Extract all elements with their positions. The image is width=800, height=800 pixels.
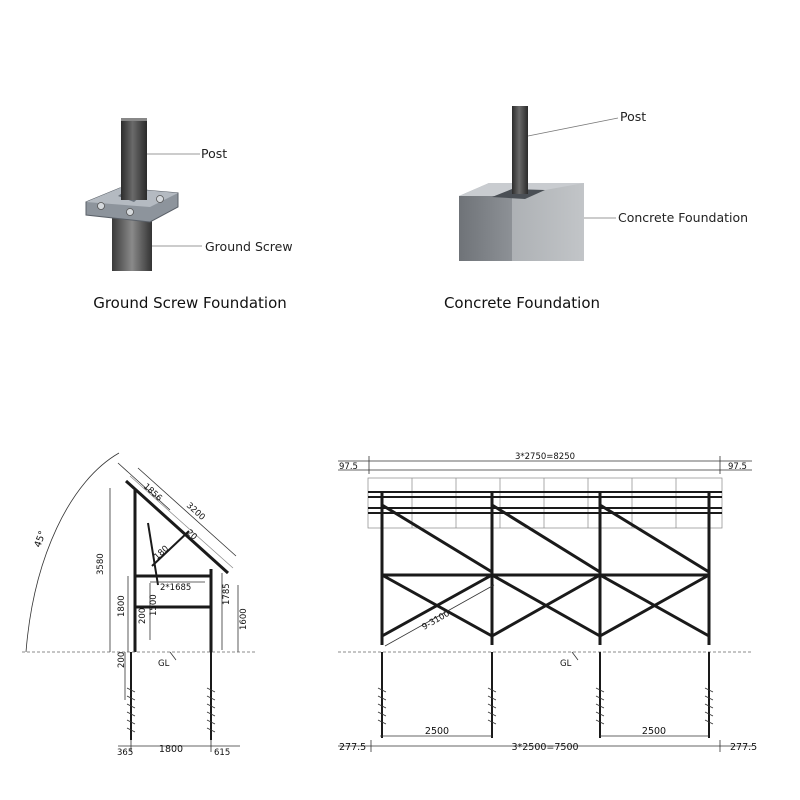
upper-diagonal-2 — [491, 503, 601, 574]
front-view-drawing — [338, 456, 752, 752]
front-screw-thread — [377, 687, 387, 725]
dim-2x1685-label: 2*1685 — [160, 583, 191, 593]
bottom-2775-left-label: 277.5 — [339, 742, 366, 753]
dim-1500-label: 1500 — [149, 594, 159, 616]
front-gl-label: GL — [560, 659, 572, 669]
panel-surface — [129, 475, 234, 569]
ground-screw-post-label: Post — [201, 146, 227, 161]
panel-outline — [367, 477, 723, 529]
front-screw-thread — [595, 687, 605, 725]
dim-line-3200 — [137, 467, 237, 557]
bottom-2775-right-label: 277.5 — [730, 742, 757, 753]
dim-1800-label: 1800 — [117, 595, 127, 617]
gl-leader — [169, 651, 177, 661]
ground-screw-illustration — [85, 118, 202, 271]
lower-brace-3b — [599, 573, 710, 638]
bottom-total-label: 3*2500=7500 — [511, 742, 578, 753]
concrete-post-label: Post — [620, 109, 646, 124]
concrete-foundation-label: Concrete Foundation — [618, 210, 748, 225]
diagonal-strut — [151, 530, 190, 567]
plate-hole — [97, 202, 105, 210]
front-gl-leader — [571, 651, 579, 661]
bottom-615-label: 615 — [214, 748, 230, 758]
dim-200-ground-label: 200 — [117, 652, 127, 668]
bottom-1800-label: 1800 — [159, 744, 183, 755]
dim-200-inner-label: 200 — [138, 608, 148, 624]
dim-1600-label: 1600 — [239, 608, 249, 630]
concrete-post-body — [512, 106, 528, 194]
dim-1785-label: 1785 — [222, 583, 232, 605]
concrete-post-leader — [527, 117, 619, 137]
upper-diagonal-3 — [599, 503, 710, 574]
concrete-foundation-caption: Concrete Foundation — [444, 294, 600, 312]
lower-brace-2b — [491, 573, 601, 638]
rear-screw-thread — [126, 687, 136, 733]
dim-1856-label: 1856 — [141, 482, 164, 504]
post-body — [121, 118, 147, 200]
bottom-2500-right-label: 2500 — [642, 726, 666, 737]
ground-screw-label: Ground Screw — [205, 239, 293, 254]
front-screw-thread — [206, 687, 216, 733]
top-total-label: 3*2750=8250 — [515, 452, 575, 462]
angle-label: 45° — [32, 529, 48, 549]
post-top — [121, 118, 147, 121]
front-screw-thread — [704, 687, 714, 725]
dim-20-label: 20 — [184, 528, 199, 543]
concrete-block-front — [459, 196, 512, 261]
angle-arc — [25, 452, 120, 653]
lower-brace-1b — [381, 573, 493, 638]
bottom-365-label: 365 — [117, 748, 133, 758]
top-left-975-label: 97.5 — [339, 462, 358, 472]
side-view-drawing — [22, 452, 255, 752]
top-right-975-label: 97.5 — [728, 462, 747, 472]
side-gl-label: GL — [158, 659, 170, 669]
ground-screw-caption: Ground Screw Foundation — [93, 294, 287, 312]
panel-grid — [411, 478, 677, 528]
dim-line-1856 — [117, 462, 171, 511]
upper-diagonal-1 — [381, 503, 493, 574]
dim-3580-label: 3580 — [96, 553, 106, 575]
dim-180-label: 180 — [152, 544, 171, 562]
panel-rail — [124, 479, 230, 575]
plate-hole — [126, 208, 134, 216]
ground-screw-body — [112, 213, 152, 271]
bottom-2500-left-label: 2500 — [425, 726, 449, 737]
diag-dim-line — [384, 584, 495, 647]
concrete-foundation-illustration — [459, 106, 619, 261]
plate-hole — [156, 195, 164, 203]
front-screw-thread — [487, 687, 497, 725]
